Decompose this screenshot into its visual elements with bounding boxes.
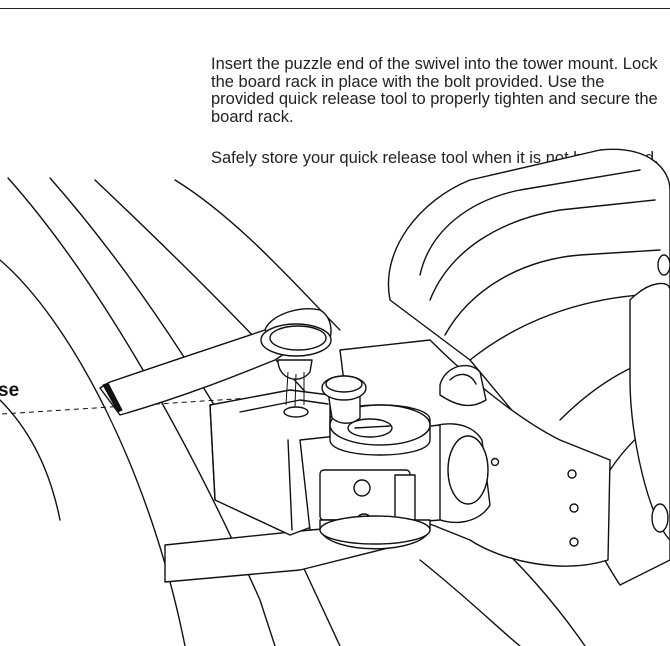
callout-label: se bbox=[0, 380, 20, 401]
swivel-block bbox=[209, 389, 441, 550]
mount-hole bbox=[490, 457, 500, 467]
mount-hole bbox=[569, 537, 579, 547]
mount-hole bbox=[569, 503, 579, 513]
mount-hole bbox=[567, 469, 577, 479]
rack-hook bbox=[439, 364, 487, 407]
callout-leader-line bbox=[1, 397, 251, 415]
quick-release-tool bbox=[99, 308, 332, 418]
lock-bolt-knob bbox=[321, 375, 367, 424]
instruction-text: Insert the puzzle end of the swivel into… bbox=[211, 55, 658, 126]
top-rule bbox=[0, 8, 670, 9]
